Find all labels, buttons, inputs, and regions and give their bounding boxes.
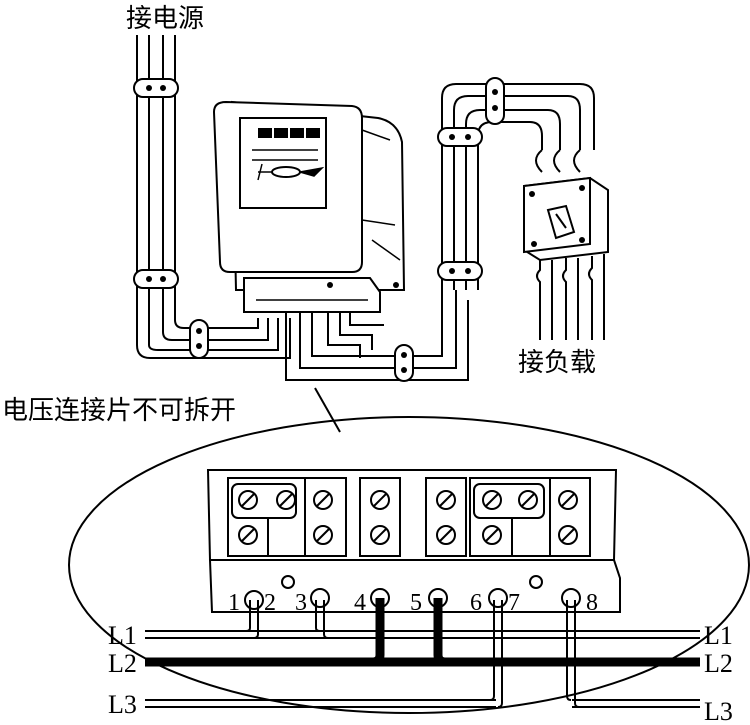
label-voltage-link-note: 电压连接片不可拆开 xyxy=(2,396,236,426)
label-l3-right: L3 xyxy=(704,697,733,725)
cable-clip xyxy=(437,261,483,281)
label-l1-left: L1 xyxy=(108,621,137,650)
label-power-source: 接电源 xyxy=(126,4,204,34)
terminal-hole-1 xyxy=(244,590,264,610)
label-load: 接负载 xyxy=(518,348,596,378)
terminal-hole-6 xyxy=(488,588,508,608)
terminal-number-6: 6 xyxy=(470,590,482,616)
cable-clip xyxy=(485,77,505,125)
cable-clip xyxy=(189,319,209,359)
cable-clip xyxy=(133,78,179,98)
terminal-number-4: 4 xyxy=(354,590,366,616)
supply-lines: L1 L2 L3 L1 L2 L3 xyxy=(108,598,733,725)
label-l2-left: L2 xyxy=(108,649,137,678)
label-l2-right: L2 xyxy=(704,649,733,678)
terminal-hole-8 xyxy=(561,588,581,608)
electric-meter xyxy=(212,100,406,313)
meter-output-wires xyxy=(285,290,469,382)
terminal-number-7: 7 xyxy=(508,590,520,616)
load-switch-box xyxy=(523,176,609,340)
terminal-number-1: 1 xyxy=(228,590,240,616)
label-l3-left: L3 xyxy=(108,690,137,719)
cable-clip xyxy=(133,269,179,289)
note-leader xyxy=(314,387,341,433)
cable-clip xyxy=(394,344,414,382)
terminal-number-3: 3 xyxy=(295,590,307,616)
label-l1-right: L1 xyxy=(704,621,733,650)
source-cable xyxy=(133,35,291,359)
terminal-hole-3 xyxy=(310,588,330,608)
terminal-number-8: 8 xyxy=(586,590,598,616)
terminal-hole-2 xyxy=(281,575,295,589)
terminal-number-5: 5 xyxy=(410,590,422,616)
meter-terminal-block xyxy=(243,277,381,313)
zoom-oval xyxy=(68,416,750,714)
terminal-number-2: 2 xyxy=(264,590,276,616)
terminal-hole-7 xyxy=(529,575,543,589)
terminal-strip: 1 2 3 4 5 6 7 8 xyxy=(206,469,621,616)
cable-clip xyxy=(437,127,483,147)
load-cable xyxy=(437,77,595,290)
